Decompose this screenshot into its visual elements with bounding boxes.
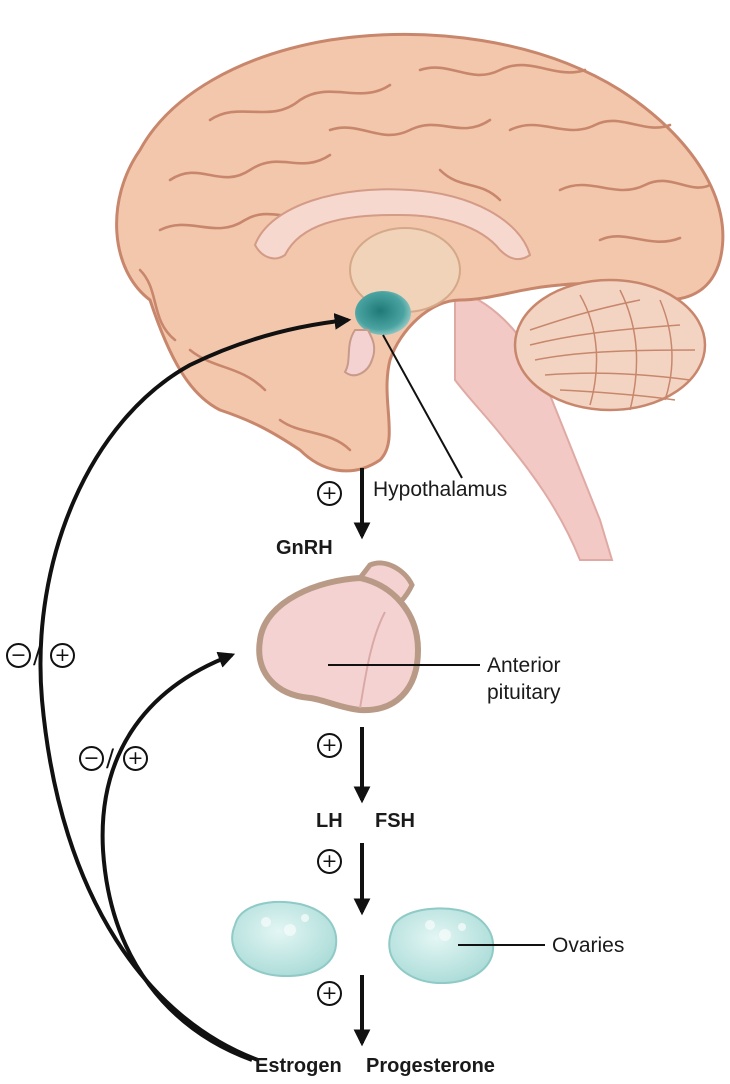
cerebellum-shape — [513, 278, 707, 412]
brain-folds — [138, 63, 712, 452]
fsh-label: FSH — [375, 810, 415, 832]
pituitary-lobe-division — [359, 611, 386, 709]
pituitary-gland — [256, 574, 422, 714]
hypothalamus-region — [355, 291, 411, 335]
right-ovary-highlights — [425, 920, 466, 941]
left-ovary — [231, 900, 338, 978]
progesterone-label: Progesterone — [366, 1055, 495, 1077]
estrogen-label: Estrogen — [255, 1055, 342, 1077]
stimulate-symbol-hormones: + — [317, 981, 342, 1006]
inhibit-symbol-outer: − — [6, 643, 31, 668]
stimulate-symbol-gnrh: + — [317, 481, 342, 506]
brain-pituitary-stalk — [343, 329, 376, 377]
anterior-pituitary-label-line1: Anterior — [487, 654, 561, 677]
anterior-pituitary-label: Anterior pituitary — [487, 654, 561, 705]
slash-symbol-inner: / — [106, 744, 115, 772]
right-ovary — [388, 907, 495, 985]
hypothalamus-leader-line — [382, 334, 463, 479]
stimulate-symbol-lh-fsh: + — [317, 733, 342, 758]
hypothalamus-label: Hypothalamus — [373, 478, 508, 501]
gnrh-label: GnRH — [276, 537, 333, 559]
stimulate-symbol-inner: + — [123, 746, 148, 771]
feedback-arrow-to-pituitary — [100, 651, 253, 1062]
brain-illustration — [115, 32, 725, 561]
inhibit-symbol-inner: − — [79, 746, 104, 771]
anterior-pituitary-label-line2: pituitary — [487, 681, 561, 705]
pituitary-illustration — [256, 560, 422, 714]
left-ovary-highlights — [261, 914, 309, 936]
stimulate-symbol-ovaries: + — [317, 849, 342, 874]
slash-symbol-outer: / — [33, 641, 42, 669]
stimulate-symbol-outer: + — [50, 643, 75, 668]
corpus-callosum-shape — [253, 188, 532, 261]
lh-label: LH — [316, 810, 343, 832]
ovaries-label: Ovaries — [552, 934, 625, 957]
